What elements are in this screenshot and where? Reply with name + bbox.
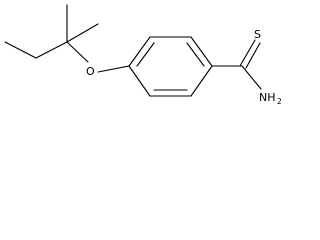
amine-atom-label: NH [259,91,276,104]
ring-bond-6 [128,65,151,97]
oxygen-atom-label: O [86,65,95,78]
bond-thiocarbonyl-nitrogen [241,65,262,90]
ring-bond-4 [190,65,213,97]
bond-thiocarbonyl-double-b [245,42,261,69]
bond-quaternary-oxygen [66,41,89,63]
ring-inner-double-bond-1 [136,42,155,67]
ring-bond-3 [190,36,213,67]
bond-ethyl-ch3-ch2 [4,41,37,59]
ring-bond-1 [128,36,151,67]
sulfur-atom-label: S [254,28,261,41]
chemical-structure: O S NH 2 [4,4,282,106]
bond-thiocarbonyl-double-a [239,39,256,67]
bond-oxygen-ring [97,65,130,73]
bond-ch2-quaternary [35,41,68,59]
ring-inner-double-bond-2 [186,42,205,67]
bond-quaternary-methyl-right [66,23,99,43]
amine-subscript-label: 2 [277,97,282,106]
